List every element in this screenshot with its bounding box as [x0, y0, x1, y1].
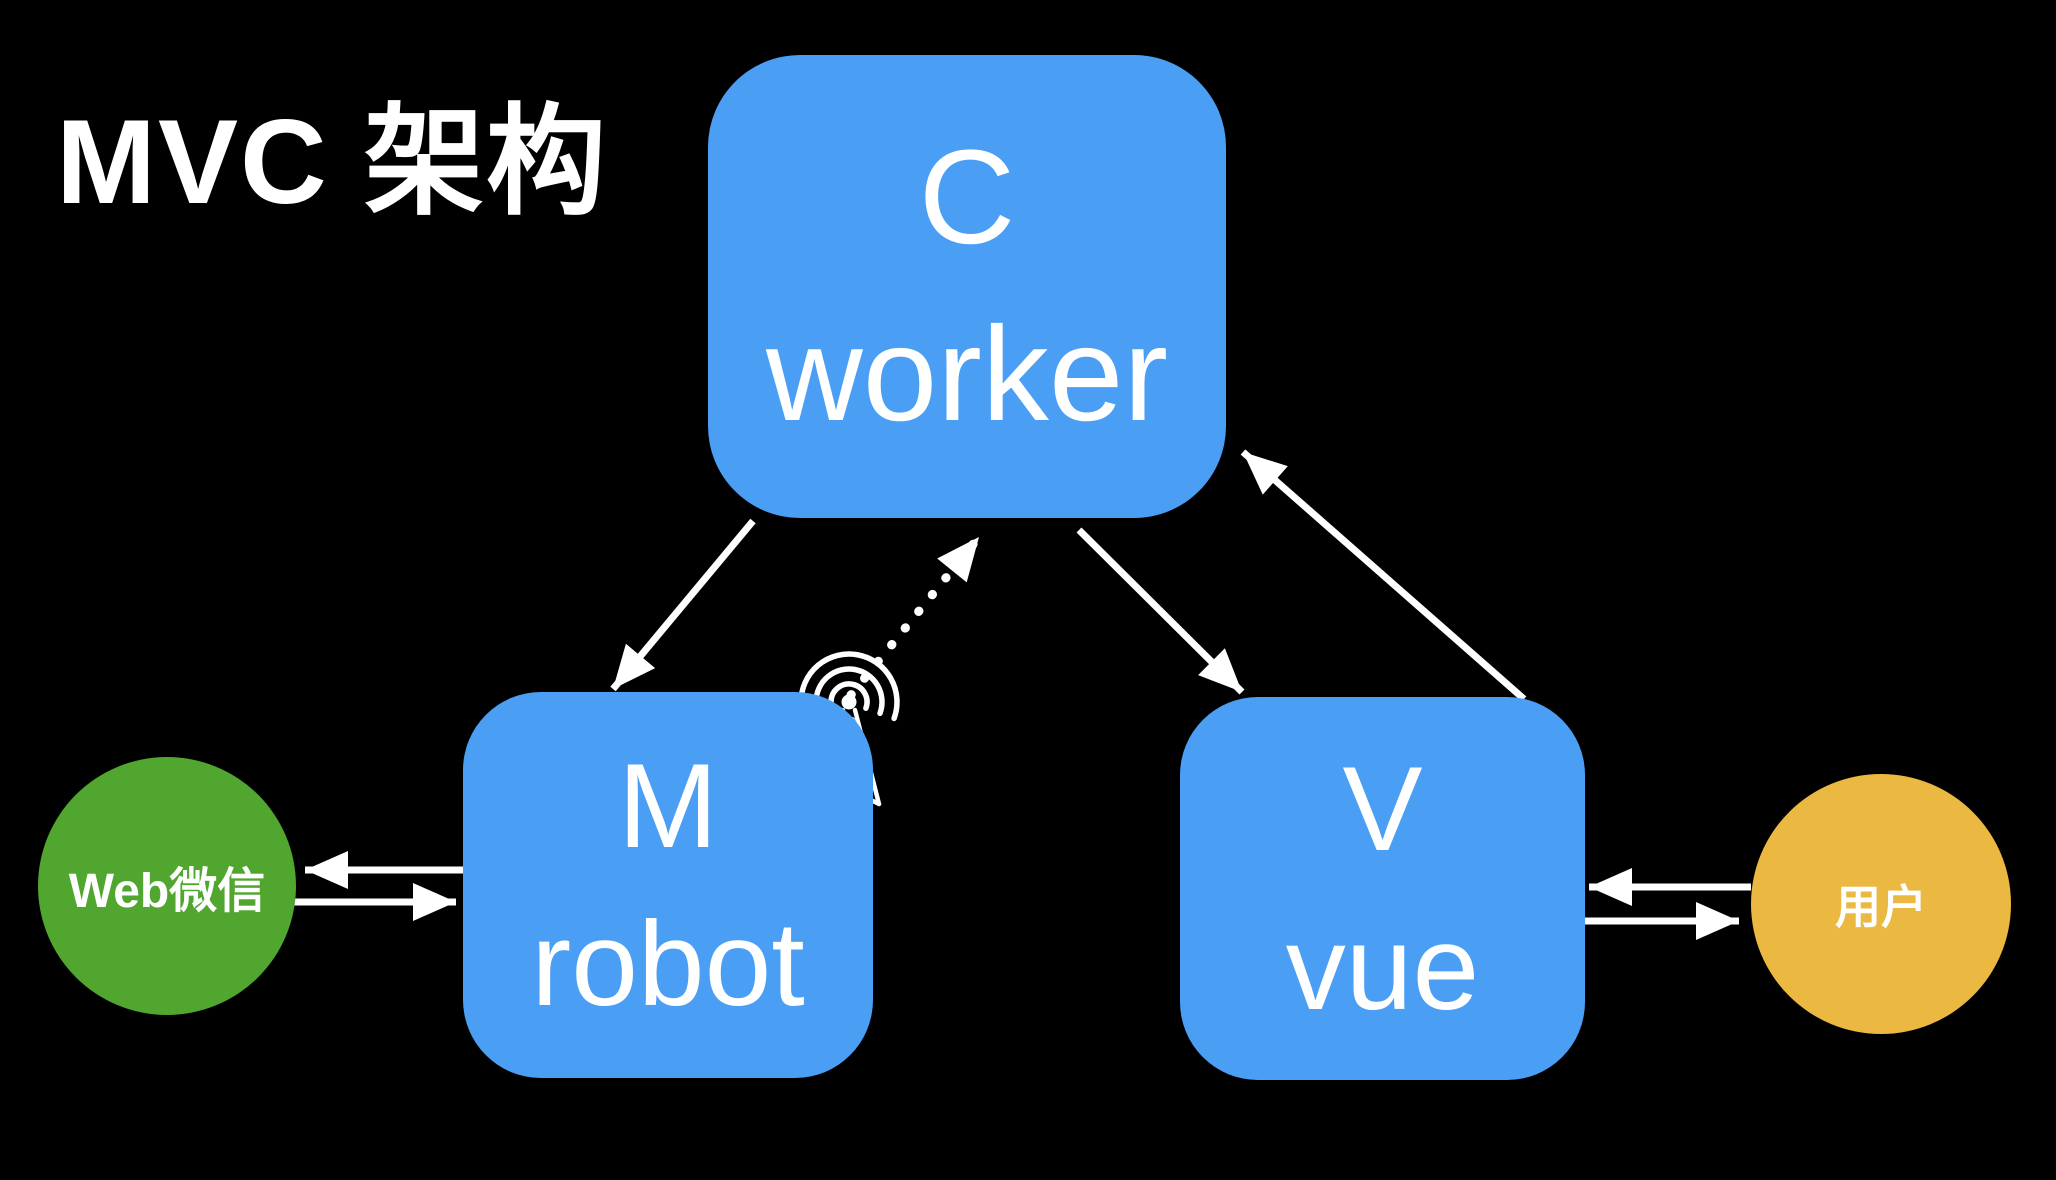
user-label: 用户: [1835, 881, 1927, 933]
node-c-name: worker: [765, 299, 1169, 449]
arrow-v-to-c: [1240, 449, 1527, 702]
node-v-name: vue: [1285, 900, 1480, 1035]
arrow-c-to-m: [610, 518, 756, 692]
arrow-antenna-to-c-dotted: [846, 532, 984, 700]
node-v-letter: V: [1342, 742, 1423, 877]
node-c-worker: C worker: [708, 55, 1226, 518]
node-web-wechat: Web微信: [38, 757, 296, 1015]
wechat-label: Web微信: [68, 865, 266, 918]
node-m-name: robot: [531, 897, 805, 1031]
node-user: 用户: [1751, 774, 2011, 1034]
node-c-letter: C: [918, 122, 1016, 272]
node-m-robot: M robot: [463, 692, 873, 1078]
node-v-vue: V vue: [1180, 697, 1585, 1080]
diagram-title: MVC 架构: [56, 95, 608, 229]
node-m-letter: M: [618, 738, 718, 873]
arrow-c-to-v: [1076, 527, 1245, 695]
